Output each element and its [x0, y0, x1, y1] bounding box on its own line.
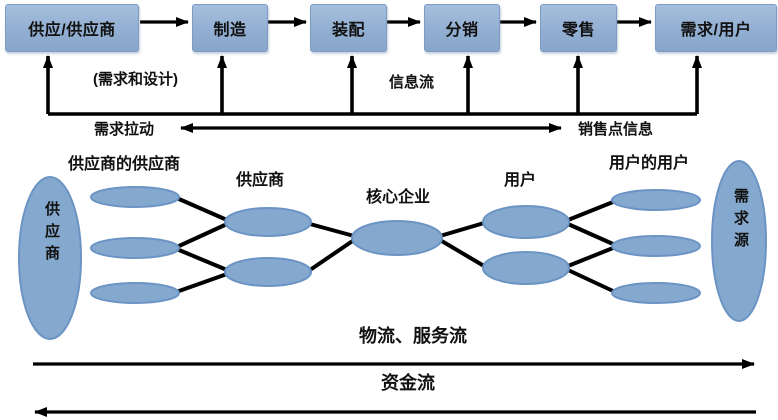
chain-node-label: 装配 — [331, 22, 365, 39]
supplier-label: 供应商 — [236, 172, 285, 189]
chain-node-assembly: 装配 — [310, 4, 387, 52]
network-links — [177, 197, 615, 293]
chain-node-label: 分销 — [445, 22, 479, 39]
supply-source-label: 供应商 — [43, 201, 60, 267]
users-user-ellipse-2 — [611, 235, 701, 257]
chain-node-demand: 需求/用户 — [655, 4, 777, 52]
chain-node-manufacture: 制造 — [192, 4, 268, 52]
capital-flow-label: 资金流 — [381, 373, 435, 393]
supplier-ellipse-2 — [224, 257, 312, 287]
logistics-service-flow-label: 物流、服务流 — [359, 326, 467, 346]
supply-source-ellipse — [18, 176, 82, 340]
suppliers-supplier-ellipse-2 — [90, 237, 180, 259]
users-user-ellipse-3 — [611, 282, 701, 304]
network-ellipses — [18, 160, 767, 340]
demand-design-note: (需求和设计) — [93, 71, 178, 88]
users-user-ellipse-1 — [611, 189, 701, 211]
chain-node-retail: 零售 — [540, 4, 617, 52]
demand-pull-label: 需求拉动 — [94, 121, 155, 138]
core-enterprise-label: 核心企业 — [366, 189, 431, 206]
user-ellipse-1 — [482, 205, 570, 239]
demand-source-label: 需求源 — [732, 188, 749, 254]
chain-node-label: 零售 — [561, 22, 595, 39]
info-feedback-bus — [43, 55, 702, 116]
user-label: 用户 — [504, 172, 537, 189]
chain-node-supply: 供应/供应商 — [5, 4, 139, 52]
user-ellipse-2 — [482, 251, 570, 285]
users-user-label: 用户的用户 — [609, 155, 690, 172]
chain-node-label: 供应/供应商 — [28, 22, 116, 39]
info-flow-label: 信息流 — [389, 74, 435, 91]
suppliers-supplier-ellipse-1 — [90, 186, 180, 208]
demand-source-ellipse — [711, 160, 767, 322]
core-enterprise-ellipse — [351, 220, 443, 256]
chain-node-distribution: 分销 — [424, 4, 500, 52]
suppliers-supplier-ellipse-3 — [90, 282, 180, 304]
chain-node-label: 需求/用户 — [680, 22, 752, 39]
pos-info-label: 销售点信息 — [578, 121, 654, 138]
chain-node-label: 制造 — [213, 22, 247, 39]
supplier-ellipse-1 — [224, 207, 312, 237]
suppliers-supplier-label: 供应商的供应商 — [68, 156, 181, 173]
